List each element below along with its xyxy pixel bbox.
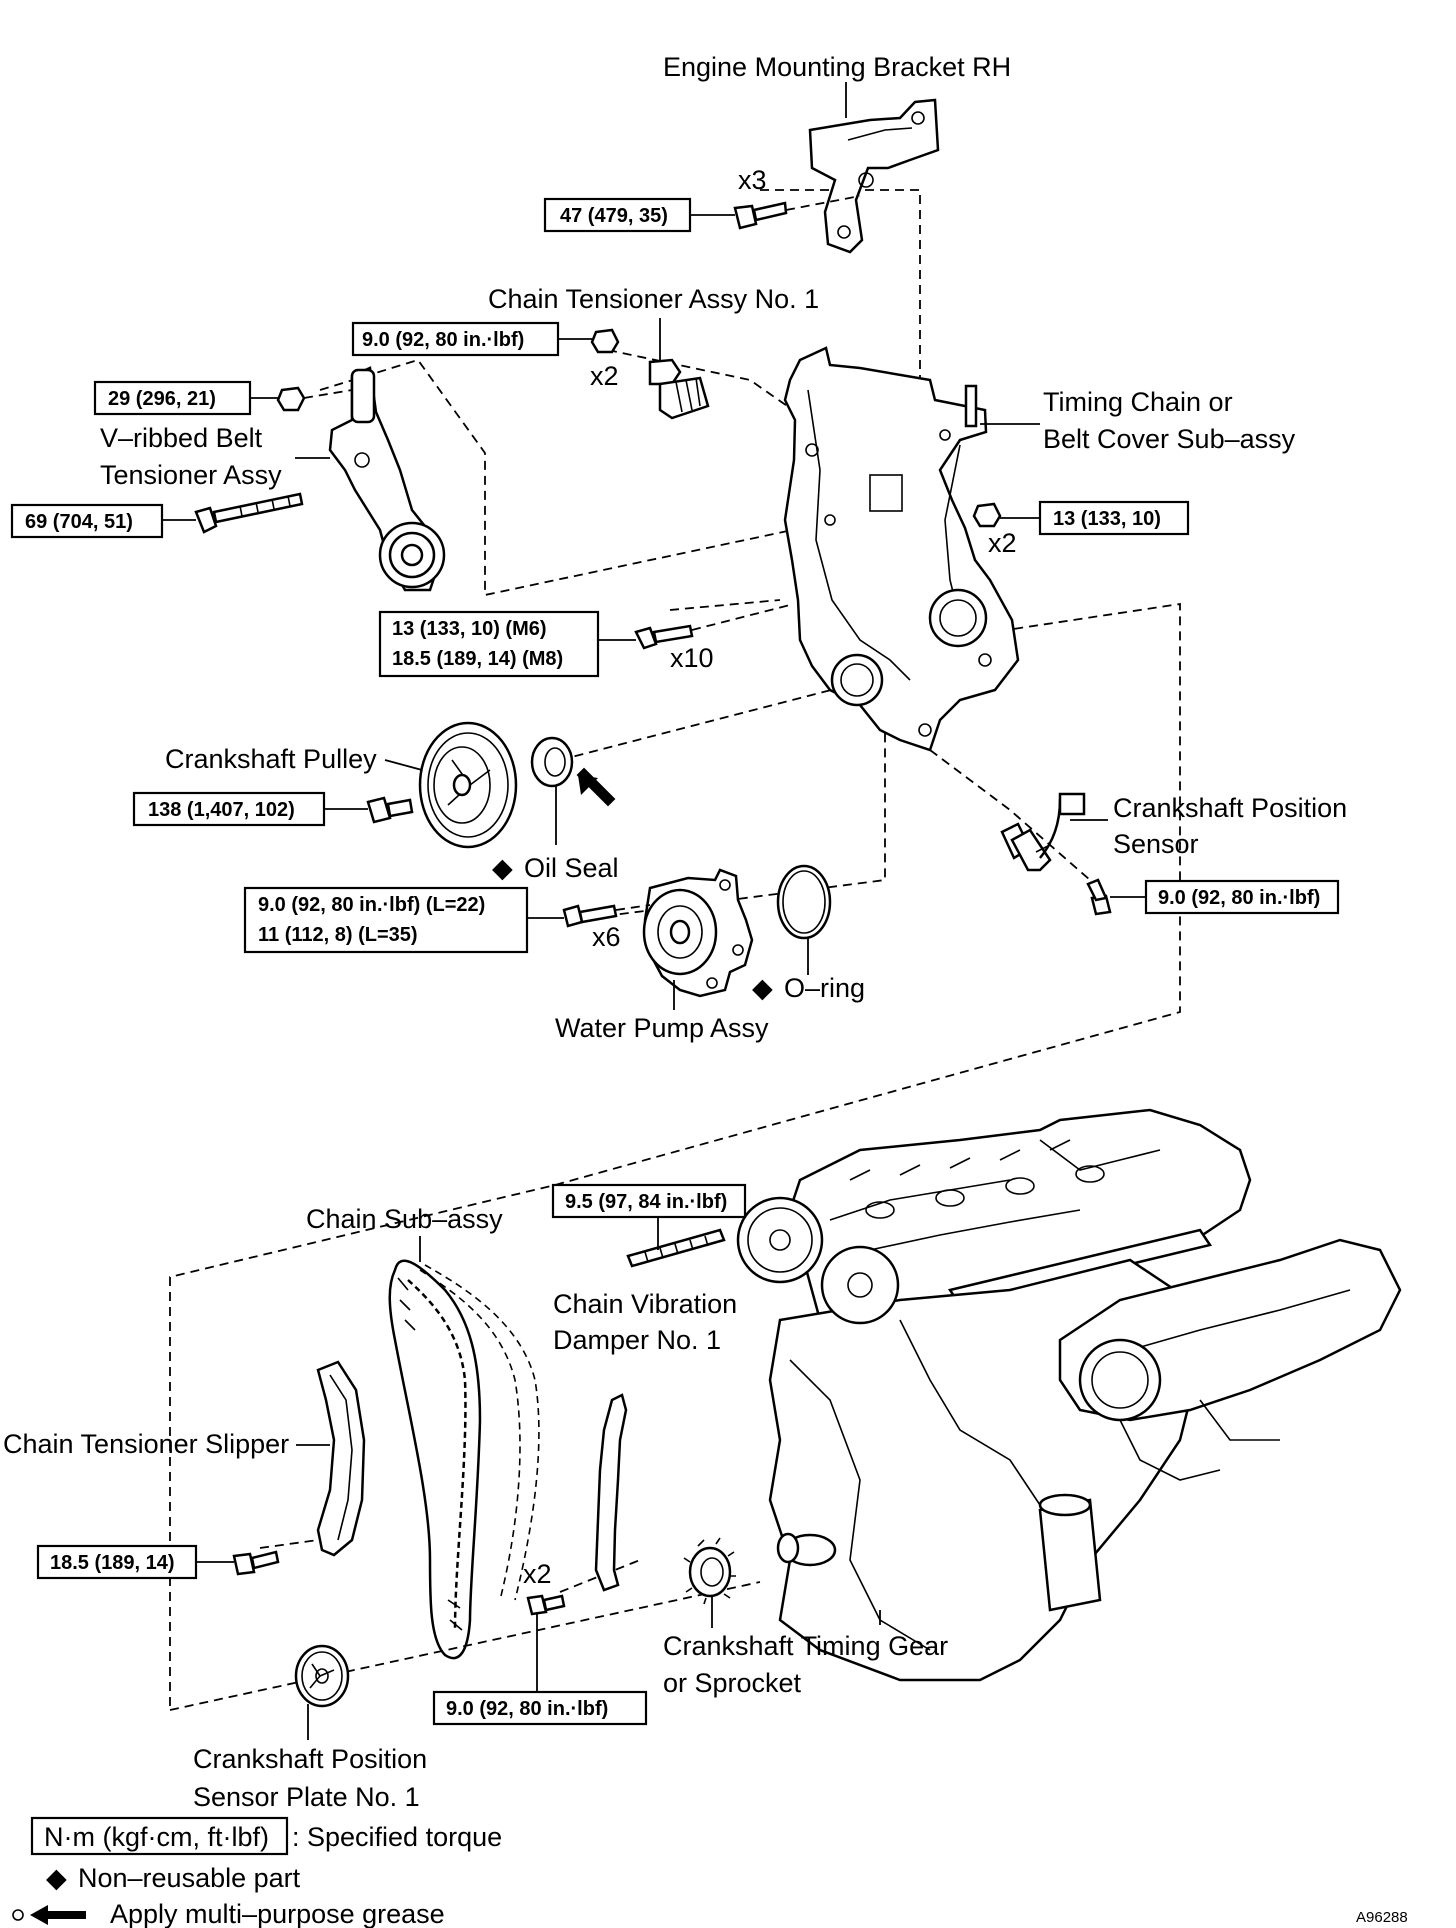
chain-sub-assy	[388, 1259, 540, 1660]
figure-code: A96288	[1356, 1909, 1408, 1926]
oil-seal-mark: ◆	[492, 853, 513, 883]
slipper-bolt	[232, 1550, 280, 1576]
v-ribbed-belt-label-2: Tensioner Assy	[100, 460, 282, 490]
stud-bolt-torque-box	[551, 1183, 747, 1219]
legend-torque-text: : Specified torque	[292, 1822, 502, 1852]
legend-grease-arrow-icon	[12, 1905, 86, 1925]
crankshaft-position-sensor-plate	[294, 1644, 350, 1708]
belt-tensioner-bolt-torque-box	[10, 503, 164, 539]
water-pump-label: Water Pump Assy	[555, 1013, 769, 1043]
slipper-bolt-torque: 18.5 (189, 14)	[50, 1552, 175, 1574]
legend-non-reusable-symbol: ◆	[46, 1863, 67, 1893]
bracket-bolt	[733, 201, 788, 230]
chain-vibration-damper	[594, 1393, 628, 1592]
chain-tensioner-slipper	[316, 1360, 366, 1557]
pulley-bolt-torque-box	[132, 791, 326, 827]
belt-tensioner-nut	[276, 386, 306, 412]
sensor-plate-label-1: Crankshaft Position	[193, 1744, 427, 1774]
crankshaft-sensor-label-2: Sensor	[1113, 829, 1199, 859]
pulley-bolt-torque: 138 (1,407, 102)	[148, 799, 295, 821]
pump-bolt-torque-l35: 11 (112, 8) (L=35)	[258, 924, 418, 946]
sensor-bolt	[1086, 878, 1112, 916]
tensioner-nut-torque-box	[351, 321, 560, 357]
timing-chain-cover-label-1: Timing Chain or	[1043, 387, 1233, 417]
slipper-bolt-torque-box	[36, 1544, 198, 1580]
sensor-plate-label-2: Sensor Plate No. 1	[193, 1782, 420, 1812]
o-ring-label: O–ring	[784, 973, 865, 1003]
pulley-bolt	[366, 796, 414, 824]
timing-chain-cover-label-2: Belt Cover Sub–assy	[1043, 424, 1296, 454]
tensioner-nut-qty: x2	[590, 361, 619, 391]
chain-damper-label-2: Damper No. 1	[553, 1325, 721, 1355]
legend-torque-unit: N·m (kgf·cm, ft·lbf)	[44, 1822, 269, 1852]
pump-bolt-torque-l22: 9.0 (92, 80 in.·lbf) (L=22)	[258, 894, 485, 916]
stud-bolt	[626, 1228, 726, 1268]
crankshaft-pulley-label: Crankshaft Pulley	[165, 744, 377, 774]
bracket-bolt-qty: x3	[738, 165, 767, 195]
tensioner-nut	[590, 328, 620, 354]
stud-bolt-torque: 9.5 (97, 84 in.·lbf)	[565, 1191, 727, 1213]
damper-bolt-torque: 9.0 (92, 80 in.·lbf)	[446, 1698, 608, 1720]
crankshaft-gear-label-2: or Sprocket	[663, 1668, 802, 1698]
damper-bolt-qty: x2	[523, 1559, 552, 1589]
cover-bolt-torque-m8: 18.5 (189, 14) (M8)	[392, 648, 563, 670]
cover-nut-qty: x2	[988, 528, 1017, 558]
damper-bolt	[526, 1594, 566, 1616]
grease-arrow	[576, 767, 616, 807]
cover-nut-torque: 13 (133, 10)	[1053, 508, 1161, 530]
engine-mounting-bracket-label: Engine Mounting Bracket RH	[663, 52, 1011, 82]
pump-bolt-qty: x6	[592, 922, 621, 952]
chain-tensioner-label: Chain Tensioner Assy No. 1	[488, 284, 819, 314]
o-ring-mark: ◆	[752, 973, 773, 1003]
crankshaft-gear-label-1: Crankshaft Timing Gear	[663, 1631, 948, 1661]
crankshaft-timing-gear	[683, 1537, 736, 1605]
crankshaft-pulley	[418, 721, 518, 849]
oil-seal	[530, 736, 574, 788]
chain-tensioner-assy	[648, 358, 710, 420]
engine-block	[736, 1108, 1402, 1682]
engine-mounting-bracket	[808, 98, 940, 254]
cover-bolt-torque-m6: 13 (133, 10) (M6)	[392, 618, 547, 640]
chain-slipper-label: Chain Tensioner Slipper	[3, 1429, 289, 1459]
legend-grease-text: Apply multi–purpose grease	[110, 1899, 445, 1928]
crankshaft-sensor-label-1: Crankshaft Position	[1113, 793, 1347, 823]
pump-bolt-torque-box	[243, 886, 529, 954]
sensor-bolt-torque: 9.0 (92, 80 in.·lbf)	[1158, 887, 1320, 909]
chain-damper-label-1: Chain Vibration	[553, 1289, 737, 1319]
belt-tensioner-bolt-torque: 69 (704, 51)	[25, 511, 133, 533]
legend-non-reusable-text: Non–reusable part	[78, 1863, 301, 1893]
legend-torque-box	[30, 1816, 289, 1856]
v-ribbed-belt-label-1: V–ribbed Belt	[100, 423, 263, 453]
bracket-bolt-torque: 47 (479, 35)	[560, 205, 668, 227]
cover-bolt-torque-box	[378, 610, 600, 678]
v-ribbed-belt-tensioner	[328, 366, 446, 592]
pump-bolt	[562, 904, 618, 928]
legend: N·m (kgf·cm, ft·lbf) : Specified torque …	[12, 1816, 502, 1928]
timing-chain-cover	[783, 346, 1020, 752]
belt-tensioner-bolt	[194, 492, 304, 534]
oil-seal-label: Oil Seal	[524, 853, 619, 883]
o-ring	[776, 864, 832, 940]
belt-tensioner-nut-torque: 29 (296, 21)	[108, 388, 216, 410]
crankshaft-position-sensor	[1000, 792, 1086, 872]
tensioner-nut-torque: 9.0 (92, 80 in.·lbf)	[362, 329, 524, 351]
water-pump-assy	[642, 868, 754, 998]
damper-bolt-torque-box	[432, 1690, 648, 1726]
chain-sub-assy-label: Chain Sub–assy	[306, 1204, 503, 1234]
cover-bolt-qty: x10	[670, 643, 714, 673]
cover-bolt	[634, 624, 694, 650]
cover-nut	[972, 502, 1002, 528]
